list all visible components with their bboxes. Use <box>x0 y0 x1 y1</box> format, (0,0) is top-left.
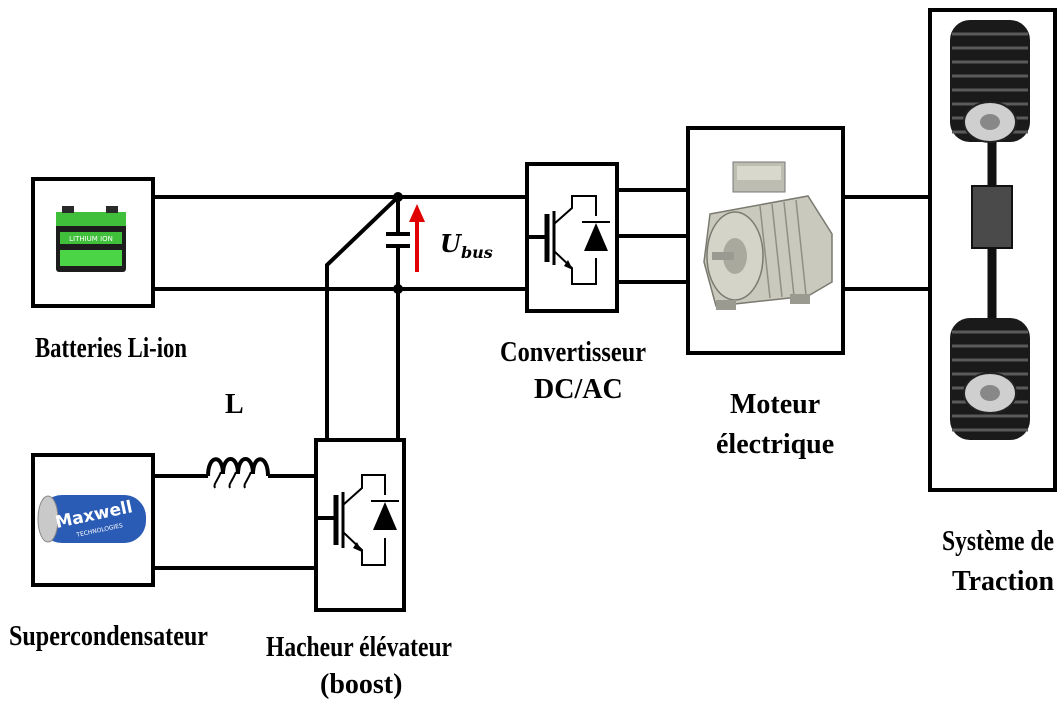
wiring <box>153 188 930 570</box>
supercap-icon: Maxwell TECHNOLOGIES <box>37 495 146 543</box>
inductor-coil-icon <box>206 457 270 489</box>
motor-label-line1: Moteur <box>730 389 820 420</box>
igbt-diode-icon <box>529 195 610 285</box>
ubus-label: Ubus <box>440 229 493 262</box>
battery-box: LITHIUM ION <box>31 177 155 308</box>
motor-box <box>686 126 845 355</box>
traction-system-box <box>928 8 1057 492</box>
battery-icon: LITHIUM ION <box>56 206 126 272</box>
traction-label-line1: Système de <box>942 526 1054 557</box>
inductor-label: L <box>225 389 244 420</box>
converter-label-line1: Convertisseur <box>500 337 646 368</box>
supercap-box: Maxwell TECHNOLOGIES <box>31 453 155 587</box>
battery-label-text: LITHIUM ION <box>69 235 113 243</box>
boost-label-line2: (boost) <box>320 669 402 700</box>
dcac-converter-box <box>525 162 619 313</box>
ubus-arrow-icon <box>409 204 425 272</box>
bus-node-bottom <box>393 284 403 294</box>
wheel-axle-icon <box>950 20 1030 440</box>
motor-label-line2: électrique <box>716 429 834 460</box>
boost-chopper-box <box>314 438 406 612</box>
igbt-diode-icon <box>318 474 399 566</box>
ubus-subscript: bus <box>461 243 493 262</box>
bus-node-top <box>393 192 403 202</box>
boost-label-line1: Hacheur élévateur <box>266 632 452 663</box>
converter-label-line2: DC/AC <box>534 374 623 405</box>
supercap-label: Supercondensateur <box>9 621 208 652</box>
motor-fins <box>759 199 807 299</box>
battery-label: Batteries Li-ion <box>35 333 187 364</box>
wheel-icon <box>950 318 1030 440</box>
wheel-icon <box>950 20 1030 143</box>
electric-motor-icon <box>703 161 833 310</box>
traction-label-line2: Traction <box>952 566 1055 597</box>
